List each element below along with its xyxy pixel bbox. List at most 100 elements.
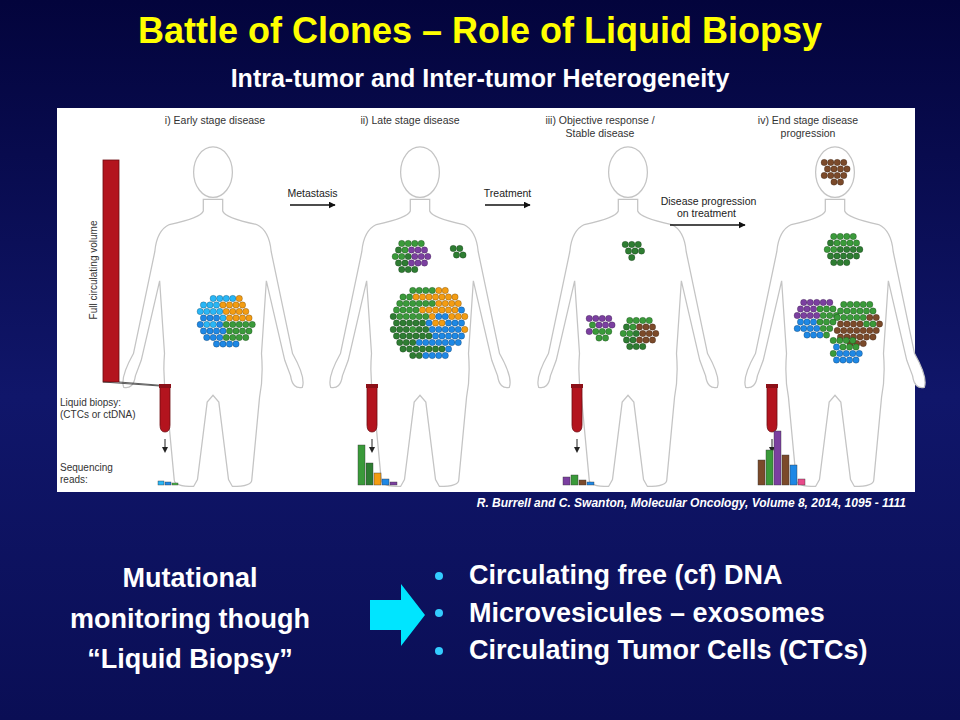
bullet-dot	[435, 572, 443, 580]
tumor-cell	[625, 248, 631, 254]
tumor-cell	[236, 295, 242, 301]
tumor-cell	[831, 179, 837, 185]
tumor-cell	[867, 327, 873, 333]
tumor-cell	[646, 330, 652, 336]
tumor-cell	[844, 321, 850, 327]
tumor-cell	[834, 240, 840, 246]
tumor-cell	[399, 240, 405, 246]
tumor-cell	[423, 287, 429, 293]
edge-label: Treatment	[473, 187, 543, 200]
tumor-cell	[867, 314, 873, 320]
tumor-cell	[439, 333, 445, 339]
tumor-cell	[460, 252, 466, 258]
tumor-cell	[593, 328, 599, 334]
tumor-cell	[449, 339, 455, 345]
tumor-cell	[416, 326, 422, 332]
tumor-cell	[419, 294, 425, 300]
tumor-cell	[629, 241, 635, 247]
edge-label: Metastasis	[278, 187, 348, 200]
tumor-cell	[402, 247, 408, 253]
tumor-cell	[857, 308, 863, 314]
tumor-cell	[416, 313, 422, 319]
tumor-cell	[423, 300, 429, 306]
tumor-cell	[846, 357, 852, 363]
tumor-cell	[419, 333, 425, 339]
tumor-cell	[452, 320, 458, 326]
tumor-cell	[830, 306, 836, 312]
tumor-cell	[837, 166, 843, 172]
tumor-cell	[390, 326, 396, 332]
tumor-cell	[410, 300, 416, 306]
tumor-cell	[847, 240, 853, 246]
tumor-cell	[406, 307, 412, 313]
tumor-cell	[403, 326, 409, 332]
tumor-cell	[455, 326, 461, 332]
arrow-connector	[485, 204, 530, 206]
tumor-cell	[408, 260, 414, 266]
tumor-cell	[197, 308, 203, 314]
tumor-cell	[200, 302, 206, 308]
tumor-cell	[867, 301, 873, 307]
tumor-cell	[807, 312, 813, 318]
blood-tube	[571, 384, 583, 453]
tumor-cell	[233, 302, 239, 308]
tumor-cell	[439, 320, 445, 326]
tumor-cell	[445, 320, 451, 326]
tumor-cell	[415, 260, 421, 266]
tumor-cell	[847, 301, 853, 307]
tumor-cell	[392, 253, 398, 259]
tumor-cell	[627, 330, 633, 336]
tumor-cell	[413, 346, 419, 352]
tumor-cell	[830, 350, 836, 356]
tumor-cell	[445, 333, 451, 339]
tumor-cell	[226, 302, 232, 308]
tumor-cell	[217, 295, 223, 301]
tumor-cell	[801, 325, 807, 331]
block-arrow	[370, 584, 425, 646]
bullet-text: Circulating free (cf) DNA	[469, 560, 783, 591]
tumor-cell	[627, 317, 633, 323]
tumor-cell	[630, 337, 636, 343]
tumor-cell	[399, 266, 405, 272]
tumor-cell	[844, 308, 850, 314]
tumor-cell	[856, 350, 862, 356]
tumor-cell	[627, 343, 633, 349]
tumor-cell	[810, 332, 816, 338]
tumor-cell	[854, 314, 860, 320]
tumor-cell	[814, 312, 820, 318]
tumor-cell	[243, 334, 249, 340]
tumor-cell	[432, 333, 438, 339]
tumor-cell	[400, 307, 406, 313]
tumor-cell	[200, 328, 206, 334]
blood-tube	[159, 384, 171, 453]
tumor-cell	[213, 302, 219, 308]
tumor-cell	[636, 337, 642, 343]
tumor-cell	[220, 302, 226, 308]
tumor-cell	[397, 339, 403, 345]
stage-heading: ii) Late stage disease	[345, 114, 475, 127]
tumor-cell	[455, 300, 461, 306]
tumor-cell	[837, 321, 843, 327]
tumor-cell	[821, 159, 827, 165]
tumor-cell	[649, 337, 655, 343]
tumor-cell	[210, 321, 216, 327]
arrow-connector	[290, 204, 335, 206]
tumor-cell	[837, 233, 843, 239]
tumor-cell	[236, 334, 242, 340]
tumor-cell	[246, 315, 252, 321]
tumor-cell	[393, 320, 399, 326]
tumor-cell	[844, 233, 850, 239]
tumor-cell	[233, 341, 239, 347]
tumor-cell	[462, 313, 468, 319]
tumor-cell	[599, 328, 605, 334]
tumor-cell	[824, 246, 830, 252]
tumor-cell	[450, 245, 456, 251]
tumor-cell	[410, 326, 416, 332]
tumor-cell	[850, 308, 856, 314]
tumor-cell	[239, 315, 245, 321]
tumor-cell	[432, 294, 438, 300]
tumor-cell	[397, 326, 403, 332]
tumor-cell	[449, 326, 455, 332]
tumor-cell	[243, 321, 249, 327]
